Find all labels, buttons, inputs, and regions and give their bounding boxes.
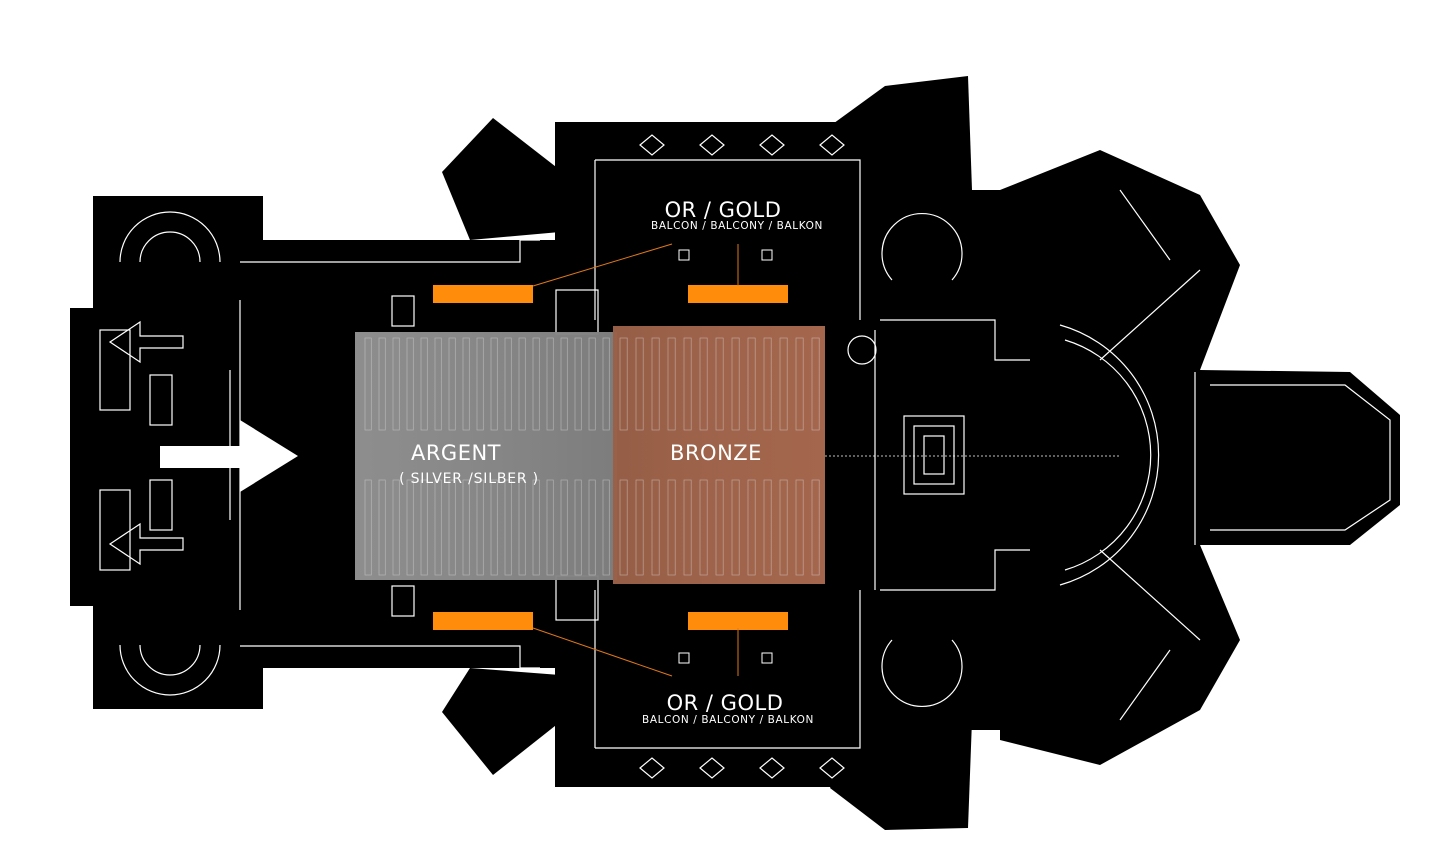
gold-bottom-subtitle: BALCON / BALCONY / BALKON xyxy=(642,714,814,726)
gold-bar-nw[interactable] xyxy=(433,285,533,303)
silver-title: ARGENT xyxy=(411,441,501,465)
pillar-markers xyxy=(678,249,773,664)
silver-subtitle: ( SILVER /SILBER ) xyxy=(399,471,539,487)
gold-bar-ne[interactable] xyxy=(688,285,788,303)
seating-zone-bronze[interactable] xyxy=(613,326,825,584)
gold-bottom-title: OR / GOLD xyxy=(667,691,784,715)
gold-balcony-bars[interactable] xyxy=(433,285,788,630)
pew-rows xyxy=(364,337,820,576)
seating-zone-silver[interactable] xyxy=(355,332,617,580)
bronze-title: BRONZE xyxy=(670,441,762,465)
gold-top-subtitle: BALCON / BALCONY / BALKON xyxy=(651,220,823,232)
building-outline xyxy=(70,76,1400,830)
gold-bar-sw[interactable] xyxy=(433,612,533,630)
arrow-right-icon xyxy=(160,420,298,492)
gold-top-title: OR / GOLD xyxy=(665,198,782,222)
interior-walls xyxy=(99,134,1391,779)
leader-lines xyxy=(532,243,739,677)
gold-bar-se[interactable] xyxy=(688,612,788,630)
arrow-left-icon xyxy=(108,320,184,566)
